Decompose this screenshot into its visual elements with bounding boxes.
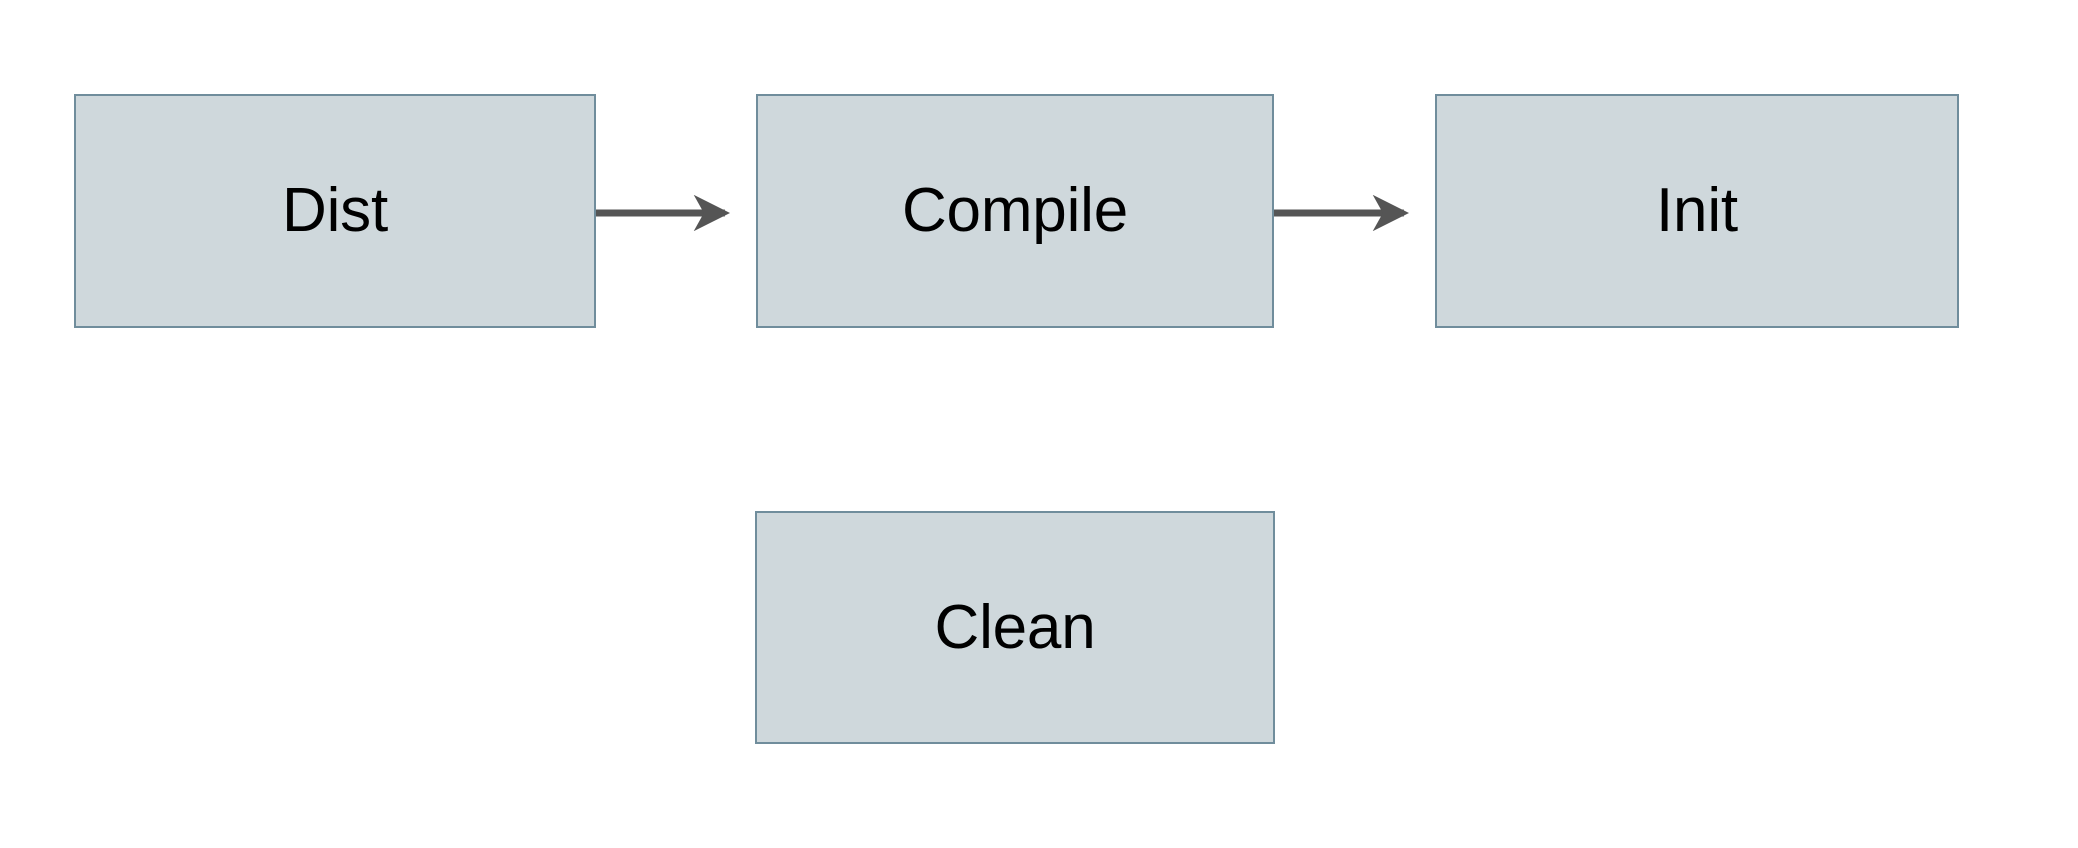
node-init[interactable]: Init <box>1435 94 1959 328</box>
node-dist[interactable]: Dist <box>74 94 596 328</box>
node-label-init: Init <box>1656 176 1738 245</box>
node-compile[interactable]: Compile <box>756 94 1274 328</box>
node-clean[interactable]: Clean <box>755 511 1275 744</box>
node-label-dist: Dist <box>282 176 388 245</box>
node-label-compile: Compile <box>901 176 1128 245</box>
node-label-clean: Clean <box>934 592 1096 662</box>
